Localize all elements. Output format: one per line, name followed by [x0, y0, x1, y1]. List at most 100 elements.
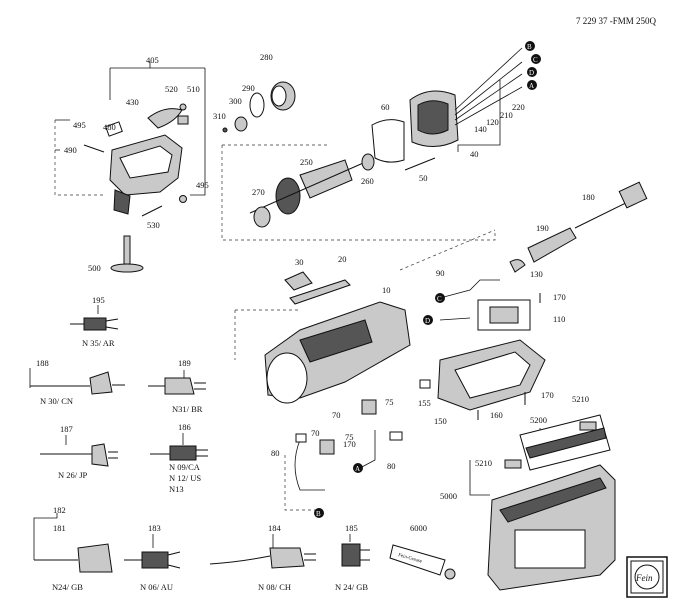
- label-430: 430: [126, 97, 139, 107]
- part-495: [179, 195, 187, 203]
- marker-A-lower: [353, 463, 363, 473]
- marker-D-lower-text: D: [425, 317, 430, 325]
- label-170-brush: 170: [343, 439, 356, 449]
- label-170-shell: 170: [541, 390, 554, 400]
- part-310: [222, 127, 228, 133]
- marker-C-lower: [435, 293, 445, 303]
- marker-C-text: C: [533, 56, 538, 64]
- part-20: [289, 279, 351, 305]
- brush-holder-75b: [319, 439, 335, 455]
- plug-185: [341, 543, 361, 567]
- label-30: 30: [295, 257, 304, 267]
- label-210: 210: [500, 110, 513, 120]
- label-110: 110: [553, 314, 565, 324]
- label-170-right: 170: [553, 292, 566, 302]
- label-150: 150: [434, 416, 447, 426]
- label-495: 495: [73, 120, 86, 130]
- variant-182: N24/ GB: [52, 582, 83, 592]
- marker-B-lower-text: B: [316, 510, 321, 518]
- label-180: 180: [582, 192, 595, 202]
- label-190: 190: [536, 223, 549, 233]
- screw-530: [141, 205, 163, 217]
- label-130: 130: [530, 269, 543, 279]
- label-70: 70: [332, 410, 341, 420]
- label-189: 189: [178, 358, 191, 368]
- label-60: 60: [381, 102, 390, 112]
- label-70-lower: 70: [311, 428, 320, 438]
- label-186: 186: [178, 422, 191, 432]
- marker-C-lower-text: C: [437, 295, 442, 303]
- o-ring-290: [249, 92, 265, 118]
- variant-186-us: N 12/ US: [169, 473, 201, 483]
- document-id: 7 229 37 -FMM 250Q: [576, 16, 657, 26]
- grease-tube-text: Fein-Grease: [397, 553, 423, 565]
- label-280: 280: [260, 52, 273, 62]
- label-480: 480: [103, 122, 116, 132]
- grease-tube-6000: [389, 544, 446, 576]
- label-80-left: 80: [271, 448, 280, 458]
- cable-clamp-130: [509, 259, 526, 273]
- insert-5210-left: [504, 459, 522, 469]
- marker-B-text: B: [527, 43, 532, 51]
- stator-group: B C D A 140 120 210 220 40: [409, 41, 541, 159]
- label-5200: 5200: [530, 415, 547, 425]
- label-520: 520: [165, 84, 178, 94]
- brush-group: A B 75 70 75 70 80 80 170: [271, 397, 403, 518]
- screw-520: [179, 103, 187, 111]
- label-40: 40: [470, 149, 479, 159]
- plug-183: [141, 551, 169, 569]
- variant-189: N31/ BR: [172, 404, 203, 414]
- part-155: [419, 379, 431, 389]
- label-270: 270: [252, 187, 265, 197]
- label-50: 50: [419, 173, 428, 183]
- bearing-260: [361, 153, 375, 171]
- label-183: 183: [148, 523, 161, 533]
- label-6000: 6000: [410, 523, 427, 533]
- plug-186: [169, 445, 197, 461]
- cable-sleeve-190: [527, 227, 577, 263]
- brush-holder-75: [361, 399, 377, 415]
- plug-184: [269, 547, 305, 569]
- variant-186-n13: N13: [169, 484, 184, 494]
- carry-case-group: 5210 5200 5210 5000: [440, 394, 616, 591]
- logo-text: Fein: [635, 573, 653, 583]
- brush-80a: [295, 433, 307, 443]
- variant-183: N 06/ AU: [140, 582, 173, 592]
- marker-A-lower-text: A: [355, 465, 360, 473]
- bearing-300: [234, 116, 248, 132]
- label-10: 10: [382, 285, 391, 295]
- housing-shell-group: 155 150 160 170: [418, 339, 554, 426]
- label-181: 181: [53, 523, 66, 533]
- label-490: 490: [64, 145, 77, 155]
- grease-tube-group: Fein-Grease 6000: [389, 523, 456, 580]
- rotor-bearing-group: 280 290 300 310 60 250 260 270 50: [213, 52, 496, 241]
- label-530: 530: [147, 220, 160, 230]
- clamp-bolt-shank: [123, 235, 131, 265]
- plug-181: [77, 543, 113, 573]
- label-300: 300: [229, 96, 242, 106]
- screw-50: [404, 157, 436, 171]
- variant-187: N 26/ JP: [58, 470, 88, 480]
- label-220: 220: [512, 102, 525, 112]
- label-310: 310: [213, 111, 226, 121]
- marker-C: [531, 54, 541, 64]
- label-155: 155: [418, 398, 431, 408]
- cable-group: C D 180 190 130 170 110 90: [399, 181, 648, 331]
- marker-B: [525, 41, 535, 51]
- marker-A-text: A: [529, 82, 534, 90]
- label-20: 20: [338, 254, 347, 264]
- plug-180: [618, 181, 648, 209]
- label-5000: 5000: [440, 491, 457, 501]
- label-500: 500: [88, 263, 101, 273]
- marker-A: [527, 80, 537, 90]
- plug-188: [89, 371, 113, 395]
- brush-80b: [389, 431, 403, 441]
- label-250: 250: [300, 157, 313, 167]
- variant-186-ca: N 09/CA: [169, 462, 201, 472]
- marker-D-lower: [423, 315, 433, 325]
- part-510: [177, 115, 189, 125]
- label-80-right: 80: [387, 461, 396, 471]
- label-495-lower: 495: [196, 180, 209, 190]
- part-30: [284, 271, 313, 291]
